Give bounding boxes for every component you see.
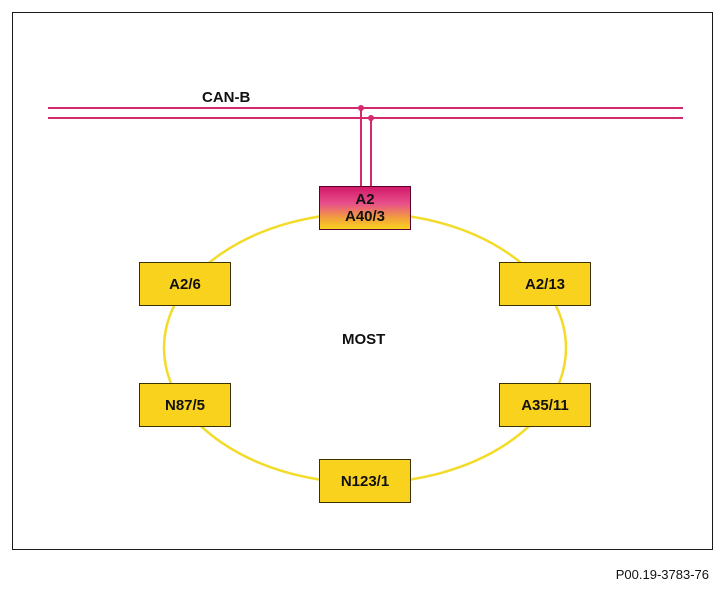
node-label: N123/1 — [340, 472, 390, 490]
node-a2-13[interactable]: A2/13 — [499, 262, 591, 306]
diagram-frame — [12, 12, 713, 550]
node-label: A2/13 — [524, 275, 566, 293]
node-n87-5[interactable]: N87/5 — [139, 383, 231, 427]
can-b-junction-dot-1 — [358, 105, 364, 111]
most-label: MOST — [342, 331, 386, 348]
most-ring — [162, 211, 568, 485]
can-b-junction-dot-2 — [368, 115, 374, 121]
node-label-line2: A40/3 — [344, 208, 386, 225]
node-n123-1[interactable]: N123/1 — [319, 459, 411, 503]
node-a2-6[interactable]: A2/6 — [139, 262, 231, 306]
can-b-label: CAN-B — [202, 89, 251, 106]
node-a35-11[interactable]: A35/11 — [499, 383, 591, 427]
node-label: N87/5 — [164, 396, 206, 414]
node-label-line1: A2 — [355, 191, 375, 208]
figure-reference: P00.19-3783-76 — [615, 567, 709, 582]
node-label: A35/11 — [521, 396, 569, 414]
node-a2-a40-3[interactable]: A2 A40/3 — [319, 186, 411, 230]
node-label: A2/6 — [169, 275, 201, 293]
